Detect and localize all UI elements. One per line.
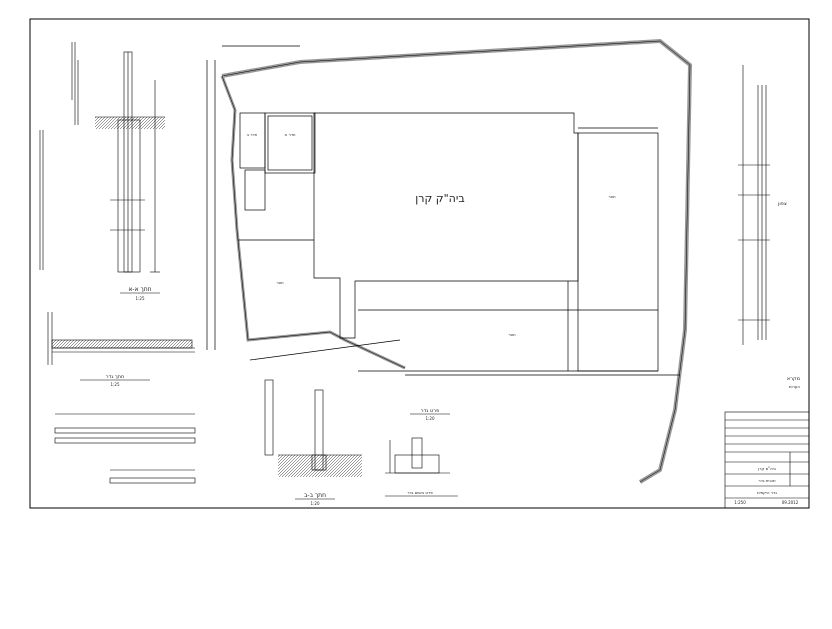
wall-section-scale: 1:25 — [111, 382, 120, 387]
fence-detail-title: פרט גדר — [421, 408, 439, 414]
section-a-scale: 1:25 — [136, 296, 145, 301]
note-label: הערות — [789, 384, 800, 389]
wall-section-title: חתך גדר — [106, 374, 124, 380]
sheet-border — [29, 18, 810, 509]
room-b-label: חדר ב — [247, 132, 258, 137]
section-a-detail — [39, 42, 165, 273]
section-b-title: חתך ב-ב — [304, 492, 326, 499]
section-c-title: פרט ביסוס גדר — [407, 490, 433, 495]
strip-plans — [54, 413, 196, 484]
title-block-project: ביה"ס קרן — [758, 466, 776, 471]
section-a-title: חתך א-א — [128, 286, 151, 293]
section-b-scale: 1:20 — [311, 501, 320, 506]
title-block-scale: 1:250 — [734, 500, 746, 505]
wall-section-detail — [47, 312, 195, 365]
site-plan — [206, 38, 693, 484]
title-block-date: 09.2012 — [782, 500, 799, 505]
room-a-label: חדר א — [285, 132, 296, 137]
title-block — [724, 411, 810, 509]
yard-label-bottom: חצר — [508, 332, 516, 337]
north-label: צפון — [778, 201, 787, 207]
main-building-label: ביה"ק קרן — [415, 192, 464, 205]
right-elevation — [738, 65, 770, 345]
yard-label-right: חצר — [608, 194, 616, 199]
title-block-sheet-title: תכנית גדר — [758, 478, 776, 483]
section-b-detail — [264, 379, 362, 477]
title-block-designer: גדר היקפית — [757, 490, 777, 495]
fence-foundation-detail — [385, 437, 450, 474]
yard-label-left: חצר — [276, 280, 284, 285]
legend-title: מקרא — [787, 376, 800, 382]
fence-detail-scale: 1:20 — [426, 416, 435, 421]
